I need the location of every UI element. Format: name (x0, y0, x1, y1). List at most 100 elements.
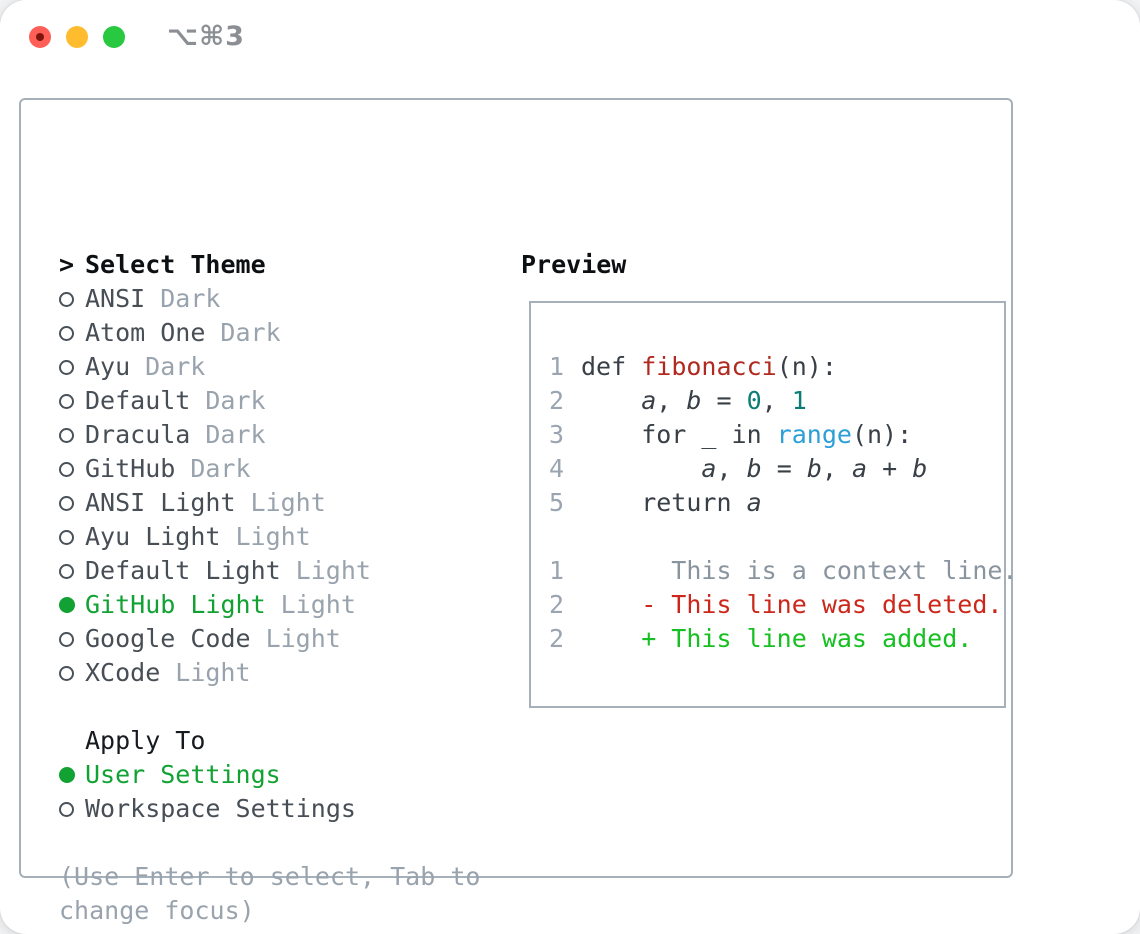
radio-circle-icon (59, 282, 85, 316)
radio-circle-icon (59, 384, 85, 418)
line-number: 1 (549, 352, 565, 381)
code-text: a, b = 0, 1 (641, 386, 807, 415)
code-line: 4 a, b = b, a + b (549, 452, 996, 486)
theme-option-github-light[interactable]: GitHub Light Light (59, 588, 499, 622)
line-number: 1 (549, 556, 565, 585)
theme-option-dracula[interactable]: Dracula Dark (59, 418, 499, 452)
radio-circle-icon (59, 418, 85, 452)
code-line: 1 def fibonacci(n): (549, 350, 996, 384)
hint-line-2: change focus) (59, 896, 255, 925)
theme-name: GitHub (85, 454, 176, 483)
apply-to-heading: Apply To (85, 726, 206, 755)
code-line: 2 a, b = 0, 1 (549, 384, 996, 418)
theme-variant: Light (280, 590, 356, 619)
radio-selected-icon (59, 758, 85, 792)
theme-option-ansi[interactable]: ANSI Dark (59, 282, 499, 316)
theme-variant: Light (295, 556, 371, 585)
hint-line-1: (Use Enter to select, Tab to (59, 862, 481, 891)
theme-variant: Light (265, 624, 341, 653)
line-number: 4 (549, 454, 565, 483)
line-number: 2 (549, 386, 565, 415)
theme-variant: Dark (190, 454, 251, 483)
radio-circle-icon (59, 350, 85, 384)
preview-heading: Preview (521, 250, 627, 279)
radio-circle-icon (59, 792, 85, 826)
code-line: 2 + This line was added. (549, 622, 996, 656)
theme-option-ayu-light[interactable]: Ayu Light Light (59, 520, 499, 554)
theme-option-default-light[interactable]: Default Light Light (59, 554, 499, 588)
code-text: a, b = b, a + b (701, 454, 928, 483)
apply-option-workspace-settings[interactable]: Workspace Settings (59, 792, 499, 826)
code-line: 2 - This line was deleted. (549, 588, 1002, 622)
theme-option-atom-one[interactable]: Atom One Dark (59, 316, 499, 350)
select-theme-heading: Select Theme (85, 250, 266, 279)
theme-name: Dracula (85, 420, 191, 449)
code-line (549, 520, 996, 554)
apply-option-label: Workspace Settings (85, 794, 356, 823)
minimize-button-icon[interactable] (66, 26, 88, 48)
line-number: 5 (549, 488, 565, 517)
radio-circle-icon (59, 452, 85, 486)
code-line: 5 return a (549, 486, 996, 520)
radio-circle-icon (59, 554, 85, 588)
zoom-button-icon[interactable] (103, 26, 125, 48)
theme-option-github[interactable]: GitHub Dark (59, 452, 499, 486)
code-line: 1 This is a context line. (549, 554, 1018, 588)
theme-variant: Light (250, 488, 326, 517)
apply-option-label: User Settings (85, 760, 281, 789)
theme-variant: Dark (205, 386, 266, 415)
theme-name: Ayu Light (85, 522, 221, 551)
radio-circle-icon (59, 622, 85, 656)
code-text: def fibonacci(n): (581, 352, 837, 381)
theme-variant: Dark (145, 352, 206, 381)
theme-option-google-code[interactable]: Google Code Light (59, 622, 499, 656)
theme-name: XCode (85, 658, 161, 687)
theme-name: GitHub Light (85, 590, 266, 619)
theme-name: Default (85, 386, 191, 415)
line-number: 2 (549, 590, 565, 619)
spacer (59, 690, 499, 724)
apply-option-user-settings[interactable]: User Settings (59, 758, 499, 792)
prompt-arrow-icon: > (59, 250, 75, 279)
theme-name: ANSI Light (85, 488, 236, 517)
line-number: 3 (549, 420, 565, 449)
theme-option-ayu[interactable]: Ayu Dark (59, 350, 499, 384)
theme-variant: Dark (160, 284, 221, 313)
code-text: + This line was added. (581, 624, 973, 653)
radio-circle-icon (59, 656, 85, 690)
code-line: 3 for _ in range(n): (549, 418, 996, 452)
theme-name: ANSI (85, 284, 146, 313)
theme-name: Default Light (85, 556, 281, 585)
theme-variant: Dark (220, 318, 281, 347)
code-text: - This line was deleted. (581, 590, 1003, 619)
code-text: This is a context line. (581, 556, 1018, 585)
line-number (549, 520, 565, 554)
radio-circle-icon (59, 520, 85, 554)
theme-name: Google Code (85, 624, 251, 653)
line-number: 2 (549, 624, 565, 653)
close-button-icon[interactable] (29, 26, 51, 48)
bullet-spacer (59, 724, 85, 758)
radio-circle-icon (59, 316, 85, 350)
apply-to-heading-row: Apply To (59, 724, 499, 758)
radio-circle-icon (59, 486, 85, 520)
window-title: ⌥⌘3 (167, 21, 245, 52)
code-text: return a (581, 488, 762, 517)
spacer (59, 826, 499, 860)
theme-option-default[interactable]: Default Dark (59, 384, 499, 418)
theme-option-ansi-light[interactable]: ANSI Light Light (59, 486, 499, 520)
theme-variant: Dark (205, 420, 266, 449)
theme-name: Atom One (85, 318, 206, 347)
theme-name: Ayu (85, 352, 131, 381)
select-theme-heading-row: > Select Theme (59, 248, 499, 282)
theme-variant: Light (235, 522, 311, 551)
radio-selected-icon (59, 588, 85, 622)
